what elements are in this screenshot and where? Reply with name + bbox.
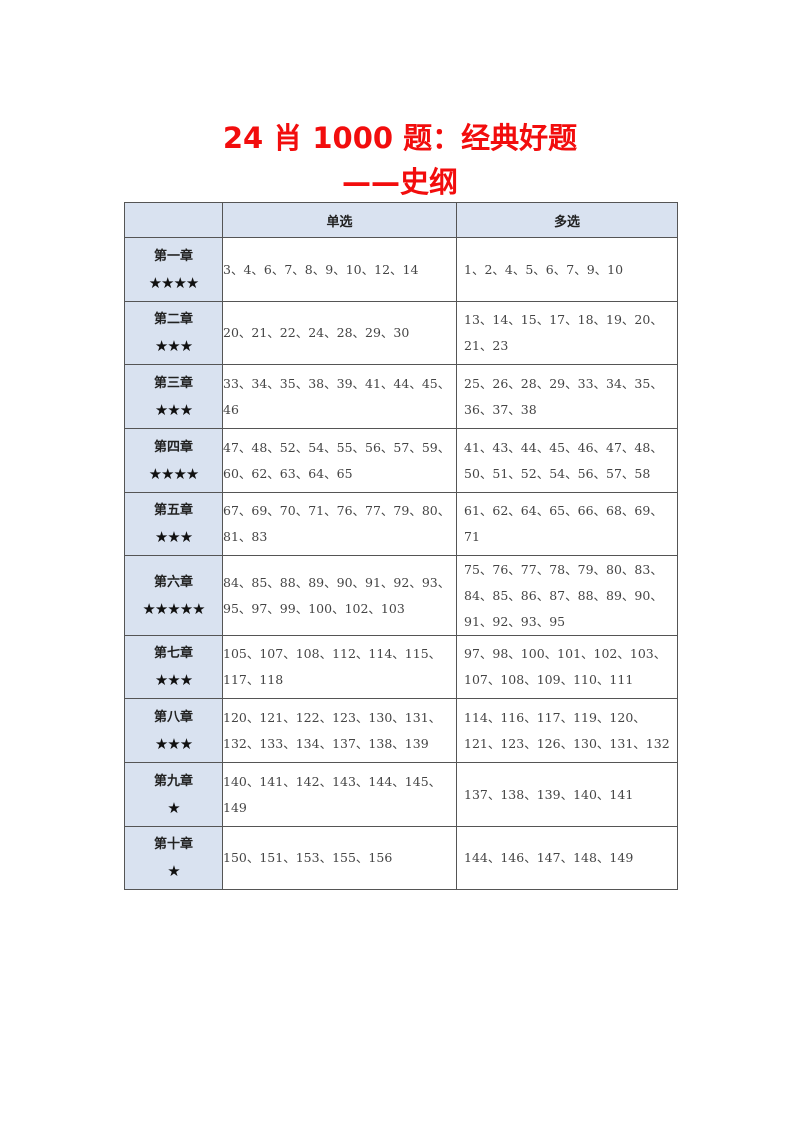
multiple-choice-cell: 144、146、147、148、149 <box>456 826 678 890</box>
star-rating-icon: ★★★ <box>154 528 193 546</box>
header-single-choice: 单选 <box>222 202 457 238</box>
multiple-choice-cell: 114、116、117、119、120、121、123、126、130、131、… <box>456 698 678 763</box>
chapter-cell: 第八章 ★★★ <box>124 698 223 763</box>
single-choice-cell: 33、34、35、38、39、41、44、45、46 <box>222 364 457 429</box>
chapter-name: 第九章 <box>153 773 193 789</box>
table-row: 第八章 ★★★ 120、121、122、123、130、131、132、133、13… <box>124 698 678 763</box>
single-choice-cell: 150、151、153、155、156 <box>222 826 457 890</box>
chapter-name: 第四章 <box>153 439 193 455</box>
chapter-cell: 第五章 ★★★ <box>124 492 223 556</box>
header-chapter <box>124 202 223 238</box>
chapter-cell: 第二章 ★★★ <box>124 301 223 365</box>
star-rating-icon: ★★★ <box>154 400 193 419</box>
chapter-cell: 第七章 ★★★ <box>124 635 223 699</box>
header-multiple-choice: 多选 <box>456 202 678 238</box>
page-subtitle: ——史纲 <box>341 165 458 199</box>
chapter-name: 第二章 <box>153 312 193 327</box>
single-choice-cell: 140、141、142、143、144、145、149 <box>222 762 457 827</box>
single-choice-cell: 67、69、70、71、76、77、79、80、81、83 <box>222 492 457 556</box>
multiple-choice-cell: 137、138、139、140、141 <box>456 762 678 827</box>
chapter-name: 第三章 <box>153 375 193 391</box>
star-rating-icon: ★ <box>167 798 180 817</box>
single-choice-cell: 47、48、52、54、55、56、57、59、60、62、63、64、65 <box>222 428 457 493</box>
single-choice-cell: 84、85、88、89、90、91、92、93、95、97、99、100、102… <box>222 555 457 636</box>
single-choice-cell: 120、121、122、123、130、131、132、133、134、137、… <box>222 698 457 763</box>
multiple-choice-cell: 75、76、77、78、79、80、83、84、85、86、87、88、89、9… <box>456 555 678 636</box>
table-header-row: 单选 多选 <box>124 202 678 238</box>
multiple-choice-cell: 1、2、4、5、6、7、9、10 <box>456 237 678 302</box>
chapter-name: 第六章 <box>153 574 193 590</box>
table-row: 第四章 ★★★★ 47、48、52、54、55、56、57、59、60、62、63、… <box>124 428 678 493</box>
star-rating-icon: ★★★ <box>154 337 193 355</box>
chapter-name: 第八章 <box>153 709 193 725</box>
chapter-name: 第七章 <box>153 646 193 661</box>
multiple-choice-cell: 97、98、100、101、102、103、107、108、109、110、11… <box>456 635 678 699</box>
multiple-choice-cell: 25、26、28、29、33、34、35、36、37、38 <box>456 364 678 429</box>
chapter-cell: 第四章 ★★★★ <box>124 428 223 493</box>
chapter-cell: 第九章 ★ <box>124 762 223 827</box>
chapter-name: 第五章 <box>153 503 193 518</box>
star-rating-icon: ★★★★ <box>148 464 200 483</box>
chapter-cell: 第三章 ★★★ <box>124 364 223 429</box>
chapter-name: 第一章 <box>153 248 193 264</box>
chapter-name: 第十章 <box>153 837 193 852</box>
single-choice-cell: 105、107、108、112、114、115、117、118 <box>222 635 457 699</box>
star-rating-icon: ★ <box>167 862 180 880</box>
multiple-choice-cell: 41、43、44、45、46、47、48、50、51、52、54、56、57、5… <box>456 428 678 493</box>
multiple-choice-cell: 61、62、64、65、66、68、69、71 <box>456 492 678 556</box>
chapter-cell: 第十章 ★ <box>124 826 223 890</box>
chapter-cell: 第六章 ★★★★★ <box>124 555 223 636</box>
page-title: 24 肖 1000 题：经典好题 <box>222 121 578 155</box>
multiple-choice-cell: 13、14、15、17、18、19、20、21、23 <box>456 301 678 365</box>
star-rating-icon: ★★★ <box>154 671 193 689</box>
star-rating-icon: ★★★★★ <box>142 599 205 618</box>
star-rating-icon: ★★★★ <box>148 273 200 292</box>
single-choice-cell: 3、4、6、7、8、9、10、12、14 <box>222 237 457 302</box>
chapter-cell: 第一章 ★★★★ <box>124 237 223 302</box>
star-rating-icon: ★★★ <box>154 734 193 753</box>
table-row: 第六章 ★★★★★ 84、85、88、89、90、91、92、93、95、97、99… <box>124 555 678 636</box>
single-choice-cell: 20、21、22、24、28、29、30 <box>222 301 457 365</box>
